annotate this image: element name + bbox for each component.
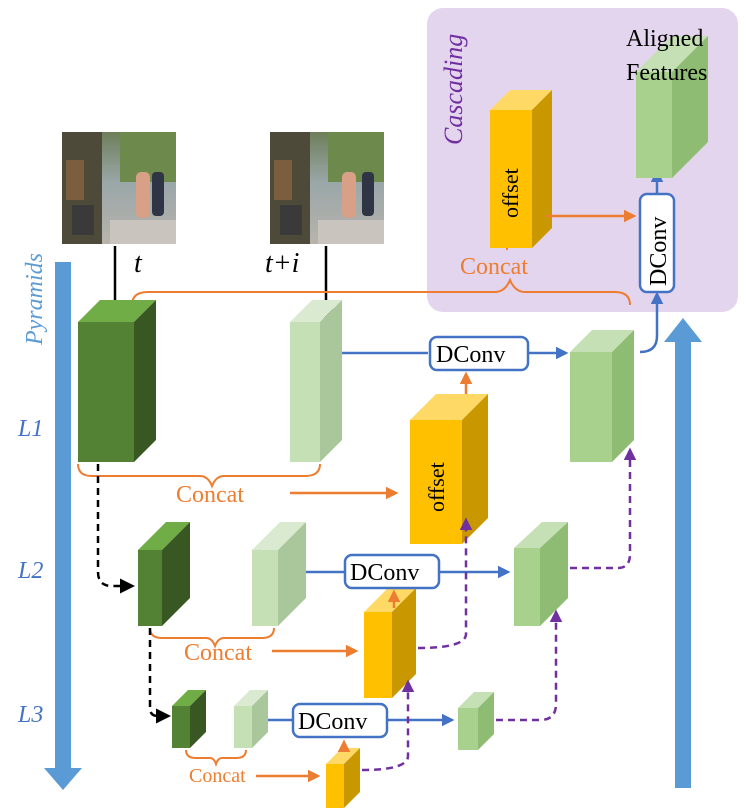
- l3-offset-to-l2-offset-arrow: [361, 679, 415, 772]
- l2-offset-to-l1-offset-arrow: [417, 517, 473, 650]
- l1-aligned-to-cascade-dconv-arrow: [639, 291, 664, 354]
- cascade-offset-cube: [490, 90, 552, 248]
- concat-label-l3: Concat: [189, 765, 246, 787]
- concat-label-l2: Concat: [184, 640, 252, 666]
- level-label-l2: L2: [17, 558, 43, 584]
- l2-dconv-label: DConv: [350, 560, 419, 586]
- l2-aligned-feature-cube: [514, 522, 568, 626]
- pyramid-down-arrow: [44, 262, 82, 790]
- l1-aligned-feature-cube: [570, 330, 634, 462]
- l2-aligned-to-l1-aligned-arrow: [570, 447, 637, 570]
- concat-label-l1: Concat: [176, 482, 244, 508]
- l3-offset-cube: [326, 748, 360, 808]
- level-label-l3: L3: [17, 702, 43, 728]
- concat-label-cascade: Concat: [460, 254, 528, 280]
- cascade-offset-label: offset: [498, 168, 523, 218]
- l2-ref-feature-cube: [138, 522, 190, 626]
- l3-aligned-feature-cube: [458, 692, 494, 750]
- cascade-dconv-label: DConv: [646, 217, 672, 286]
- input-frame-t: [62, 132, 176, 244]
- l3-aligned-to-l2-aligned-arrow: [496, 609, 563, 722]
- concat-bracket-l1: [77, 463, 321, 489]
- l1-to-l2-downsample-arrow: [96, 464, 135, 594]
- l3-nbr-feature-cube: [234, 690, 268, 748]
- final-aligned-feature-cube: [636, 36, 708, 178]
- l1-ref-feature-cube: [78, 300, 156, 462]
- cascading-label: Cascading: [439, 34, 468, 145]
- l2-nbr-feature-cube: [252, 522, 306, 626]
- l1-offset-label: offset: [424, 462, 449, 512]
- l2-offset-cube: [364, 588, 416, 698]
- l3-dconv-label: DConv: [298, 709, 367, 735]
- aligned-features-label-line1: Aligned: [626, 26, 703, 52]
- l3-ref-feature-cube: [172, 690, 206, 748]
- concat-bracket-l3: [185, 749, 247, 768]
- frame-label-t: t: [134, 248, 143, 279]
- l1-nbr-feature-cube: [290, 300, 342, 462]
- aligned-features-label-line2: Features: [626, 60, 707, 86]
- concat-bracket-l2: [149, 627, 275, 649]
- input-frame-t-plus-i: [270, 132, 384, 244]
- concat-bracket-cascade: [131, 277, 631, 306]
- l1-offset-cube: [410, 394, 488, 544]
- level-label-l1: L1: [17, 416, 43, 442]
- pyramids-label: Pyramids: [22, 253, 48, 346]
- l2-to-l3-downsample-arrow: [148, 628, 171, 724]
- frame-label-t-plus-i: t+i: [265, 248, 299, 279]
- pyramid-up-arrow: [664, 318, 702, 788]
- l1-dconv-label: DConv: [436, 342, 505, 368]
